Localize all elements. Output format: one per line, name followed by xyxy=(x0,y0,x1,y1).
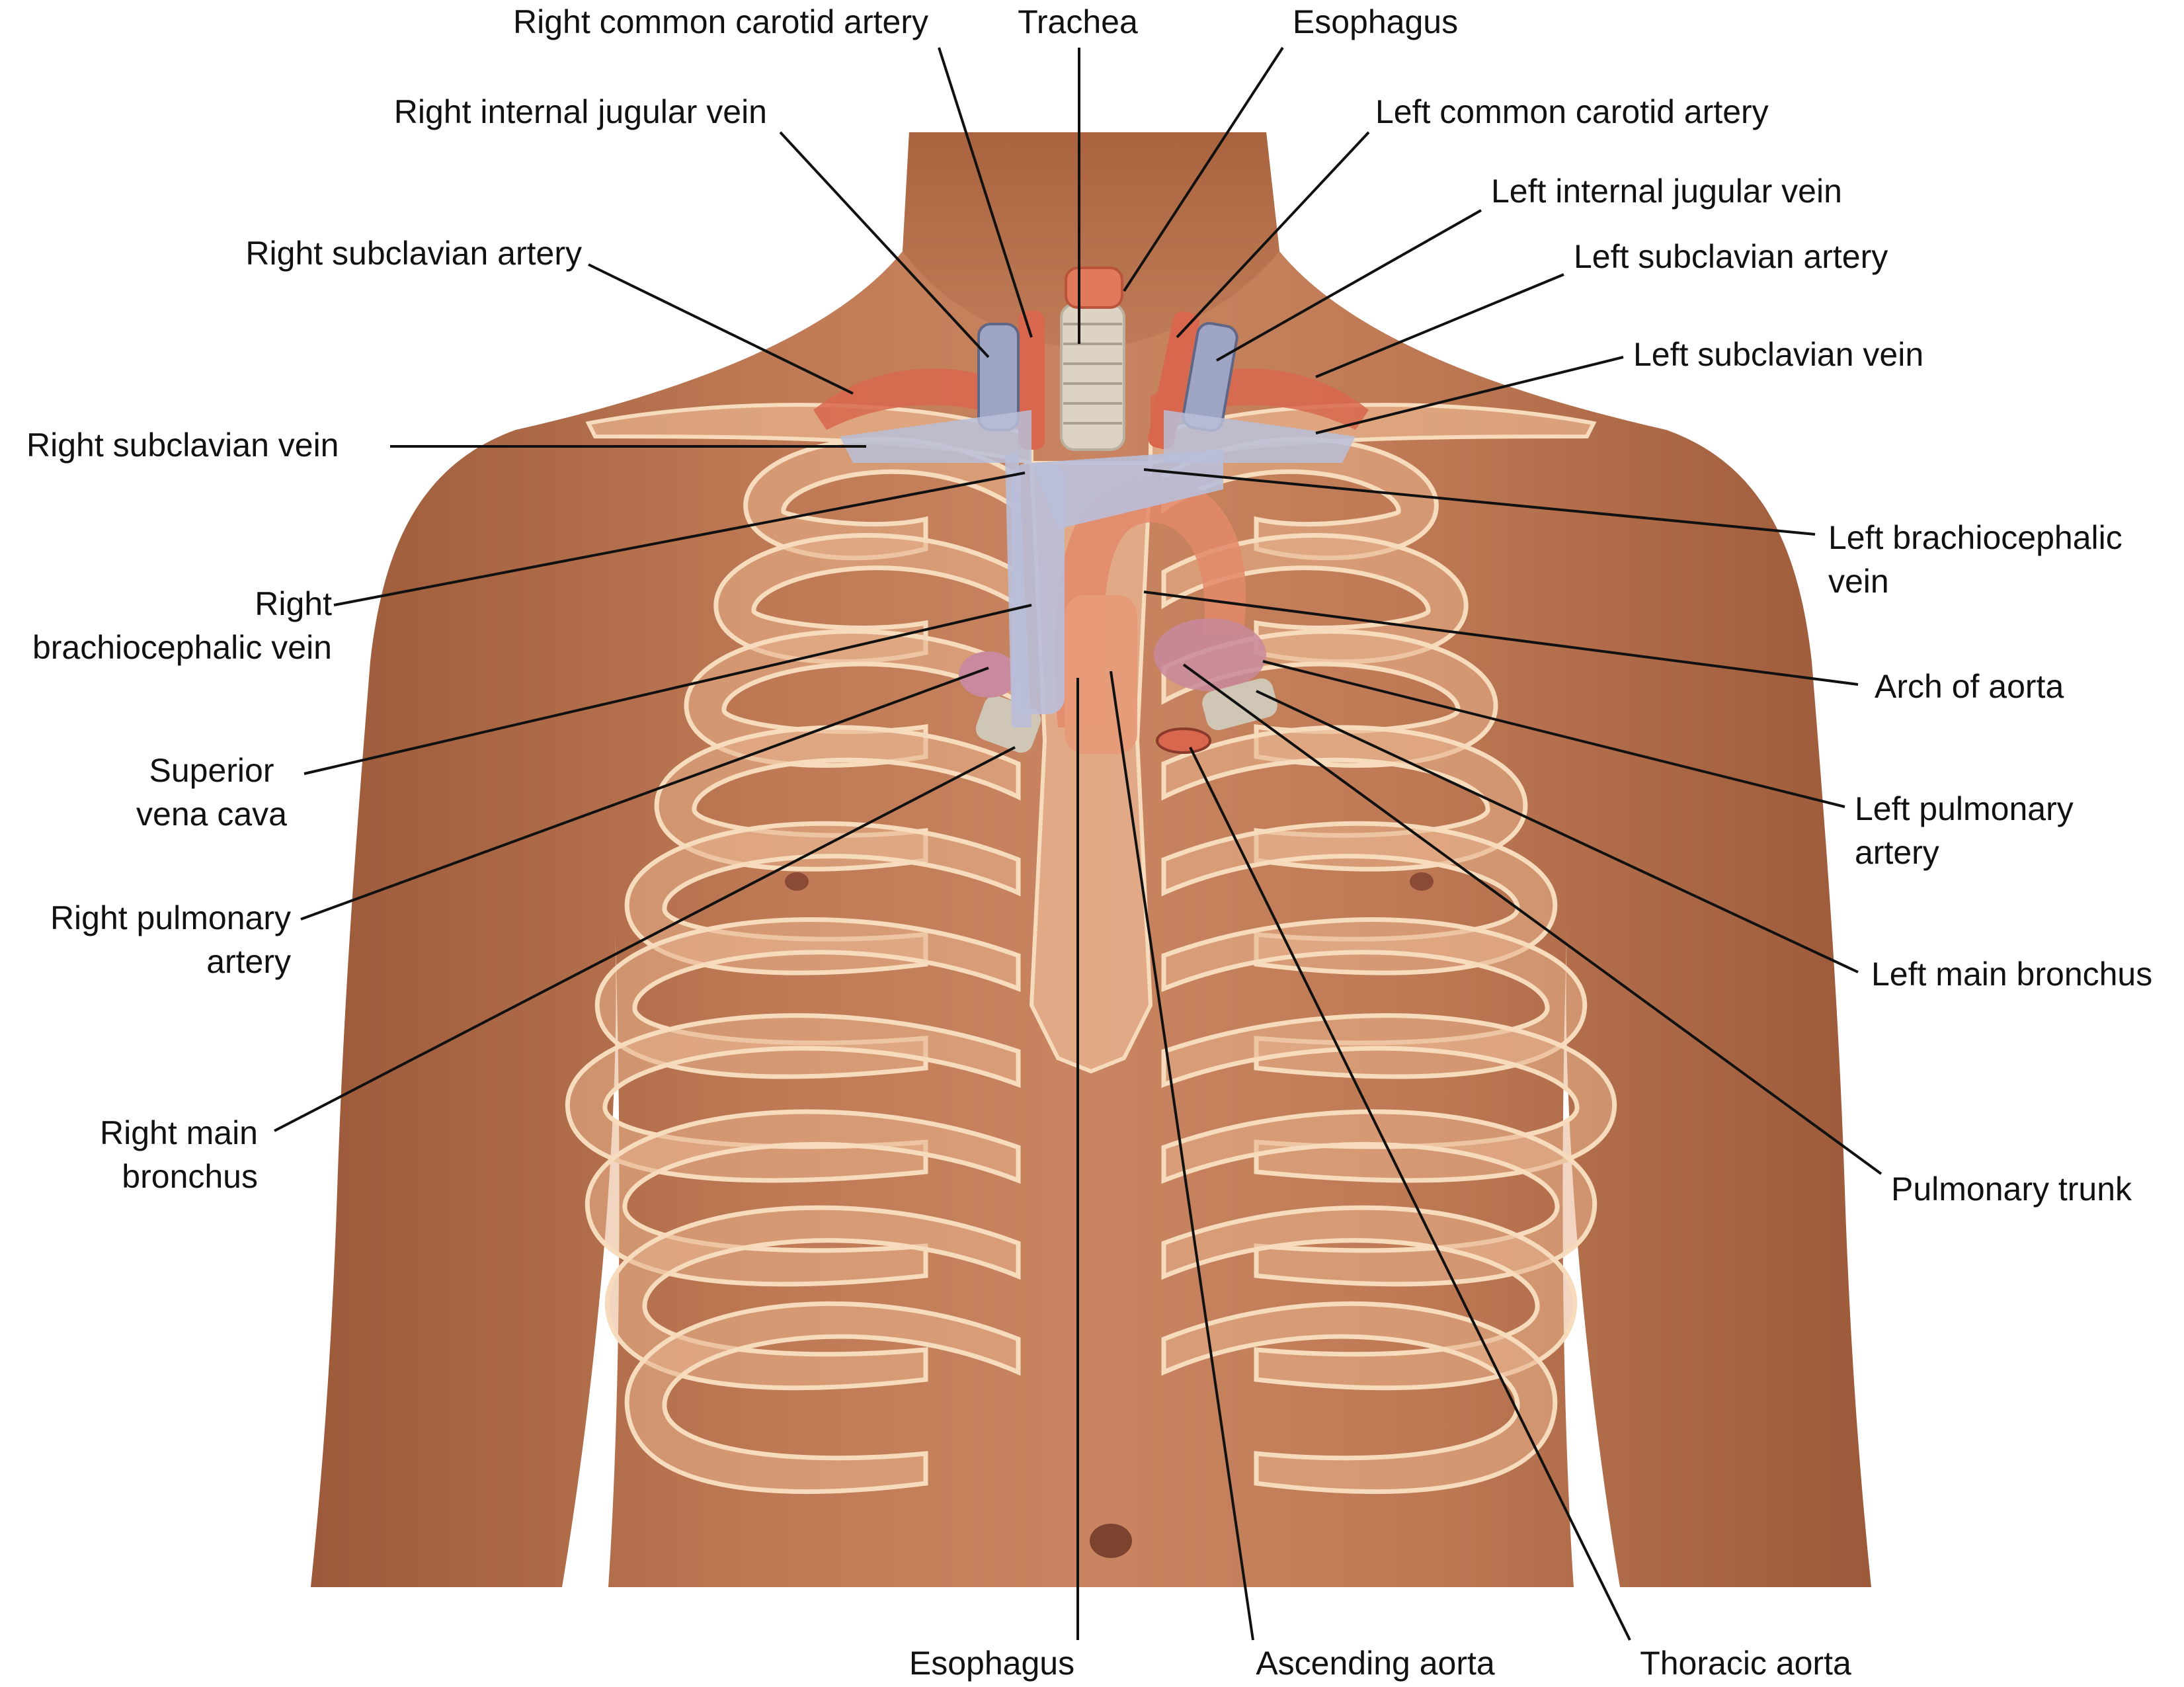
label-ascending-aorta: Ascending aorta xyxy=(1256,1645,1495,1682)
label-esophagus-top: Esophagus xyxy=(1292,3,1459,40)
leader-right-subclavian-artery xyxy=(588,263,854,395)
label-left-subclavian-vein: Left subclavian vein xyxy=(1633,336,1924,373)
label-esophagus-bottom: Esophagus xyxy=(909,1645,1075,1682)
ascending-aorta-shape xyxy=(1065,595,1137,754)
rib-right-9 xyxy=(1161,1205,1578,1391)
right-subclavian-artery-shape xyxy=(813,368,1031,430)
leader-left-common-carotid xyxy=(1176,131,1370,339)
left-subclavian-vein-shape xyxy=(1164,410,1355,463)
leader-left-subclavian-vein xyxy=(1315,356,1624,434)
leader-right-common-carotid xyxy=(938,47,1033,338)
label-left-brachiocephalic-vein: Left brachiocephalic vein xyxy=(1828,519,2123,600)
leader-left-pulmonary-artery xyxy=(1262,660,1845,808)
leader-left-brachiocephalic xyxy=(1143,468,1816,536)
leader-thoracic-aorta xyxy=(1189,747,1631,1641)
neck-skin xyxy=(903,132,1279,350)
label-pulmonary-trunk: Pulmonary trunk xyxy=(1891,1171,2132,1208)
left-nipple xyxy=(1410,872,1434,891)
esophagus-shape xyxy=(1065,267,1123,309)
leader-left-internal-jugular xyxy=(1216,209,1482,362)
great-vessels xyxy=(813,267,1369,754)
label-right-subclavian-artery: Right subclavian artery xyxy=(245,235,582,272)
leader-arch-of-aorta xyxy=(1143,591,1859,686)
label-right-common-carotid-artery: Right common carotid artery xyxy=(512,3,928,40)
bottom-band xyxy=(0,1587,2184,1687)
leader-ascending-aorta xyxy=(1110,671,1254,1641)
leader-right-pulmonary-artery xyxy=(300,667,989,921)
label-right-subclavian-vein: Right subclavian vein xyxy=(26,427,339,464)
pulmonary-trunk-shape xyxy=(1154,618,1266,691)
label-right-pulmonary-artery: Right pulmonary artery xyxy=(50,899,291,980)
label-thoracic-aorta: Thoracic aorta xyxy=(1640,1645,1851,1682)
rib-left-9 xyxy=(604,1205,1021,1391)
leader-svc xyxy=(303,604,1032,775)
right-pulmonary-artery-shape xyxy=(959,651,1018,698)
leader-lines xyxy=(274,46,1882,1641)
label-arch-of-aorta: Arch of aorta xyxy=(1875,668,2064,705)
right-nipple xyxy=(785,872,809,891)
leader-esophagus-top xyxy=(1123,46,1284,292)
label-right-main-bronchus: Right main bronchus xyxy=(100,1114,258,1195)
label-right-brachiocephalic-vein: Right brachiocephalic vein xyxy=(32,585,332,666)
rib-right-8 xyxy=(1161,1109,1598,1287)
leader-right-internal-jugular xyxy=(779,131,990,358)
label-left-main-bronchus: Left main bronchus xyxy=(1871,956,2153,993)
label-right-internal-jugular-vein: Right internal jugular vein xyxy=(393,93,767,130)
leader-left-subclavian-artery xyxy=(1315,273,1564,378)
trachea-shape xyxy=(1060,303,1125,451)
label-left-internal-jugular-vein: Left internal jugular vein xyxy=(1491,173,1842,210)
label-left-common-carotid-artery: Left common carotid artery xyxy=(1375,93,1769,130)
right-subclavian-vein-shape xyxy=(840,410,1031,463)
leader-pulmonary-trunk xyxy=(1182,663,1882,1175)
svc-shape xyxy=(1012,463,1065,714)
label-left-pulmonary-artery: Left pulmonary artery xyxy=(1855,790,2074,871)
rib-right-10 xyxy=(1161,1301,1558,1494)
rib-left-10 xyxy=(624,1301,1021,1494)
thoracic-aorta-shape xyxy=(1156,727,1211,754)
leader-right-main-bronchus xyxy=(274,746,1016,1132)
navel xyxy=(1090,1524,1132,1558)
left-carotid-shape xyxy=(1148,311,1199,450)
left-clavicle xyxy=(1149,403,1597,466)
label-left-subclavian-artery: Left subclavian artery xyxy=(1574,238,1888,275)
label-superior-vena-cava: Superior vena cava xyxy=(136,752,287,833)
label-trachea: Trachea xyxy=(1018,3,1138,40)
leader-right-brachiocephalic xyxy=(333,472,1026,606)
leader-left-main-bronchus xyxy=(1256,690,1859,973)
rib-left-8 xyxy=(585,1109,1021,1287)
